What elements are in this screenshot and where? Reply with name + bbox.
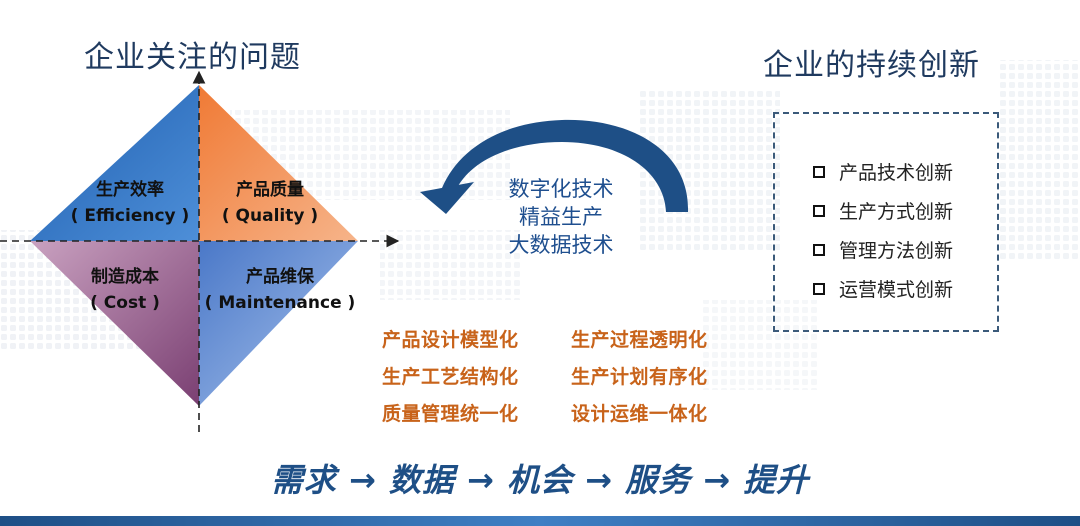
technology-item: 数字化技术: [508, 177, 614, 201]
quadrant-maintenance: [199, 241, 358, 406]
innovation-item: 运营模式创新: [813, 275, 953, 302]
innovation-label: 管理方法创新: [839, 240, 954, 262]
goal-item: 质量管理统一化: [382, 403, 519, 425]
right-title: 企业的持续创新: [763, 48, 980, 83]
flow-text: 需求 → 数据 → 机会 → 服务 → 提升: [270, 461, 810, 499]
innovation-box: 产品技术创新 生产方式创新 管理方法创新 运营模式创新: [773, 112, 999, 332]
quadrant-quality: [199, 85, 358, 241]
innovation-item: 产品技术创新: [813, 158, 953, 185]
checkbox-icon: [813, 282, 825, 295]
technology-item: 精益生产: [519, 205, 603, 229]
checkbox-icon: [813, 165, 825, 178]
quadrant-label-cost: 制造成本 ( Cost ): [55, 264, 195, 316]
checkbox-icon: [813, 204, 825, 217]
checkbox-icon: [813, 243, 825, 256]
cost-label: 制造成本: [91, 267, 159, 287]
efficiency-sub: ( Efficiency ): [70, 206, 190, 226]
curved-arrow: [442, 119, 689, 212]
quality-sub: ( Quality ): [221, 206, 319, 226]
innovation-label: 产品技术创新: [839, 162, 954, 184]
curved-arrow-head: [420, 182, 474, 214]
quadrant-label-quality: 产品质量 ( Quality ): [200, 177, 340, 229]
innovation-item: 管理方法创新: [813, 236, 953, 263]
goal-item: 产品设计模型化: [382, 329, 519, 351]
left-title: 企业关注的问题: [84, 40, 301, 75]
goal-item: 设计运维一体化: [571, 403, 708, 425]
quadrant-label-maintenance: 产品维保 ( Maintenance ): [200, 264, 360, 316]
quadrant-cost: [30, 241, 199, 406]
maintenance-sub: ( Maintenance ): [204, 293, 356, 313]
maintenance-label: 产品维保: [246, 267, 314, 287]
innovation-label: 生产方式创新: [839, 201, 954, 223]
goal-item: 生产工艺结构化: [382, 366, 519, 388]
technology-item: 大数据技术: [508, 233, 614, 257]
bottom-bar: [0, 516, 1080, 526]
technology-list: 数字化技术 精益生产 大数据技术: [486, 175, 636, 259]
goal-item: 生产计划有序化: [571, 366, 708, 388]
cost-sub: ( Cost ): [90, 293, 160, 313]
efficiency-label: 生产效率: [96, 180, 164, 200]
innovation-label: 运营模式创新: [839, 279, 954, 301]
innovation-item: 生产方式创新: [813, 197, 953, 224]
goal-item: 生产过程透明化: [571, 329, 708, 351]
quality-label: 产品质量: [236, 180, 304, 200]
quadrant-label-efficiency: 生产效率 ( Efficiency ): [60, 177, 200, 229]
quadrant-efficiency: [30, 85, 199, 241]
